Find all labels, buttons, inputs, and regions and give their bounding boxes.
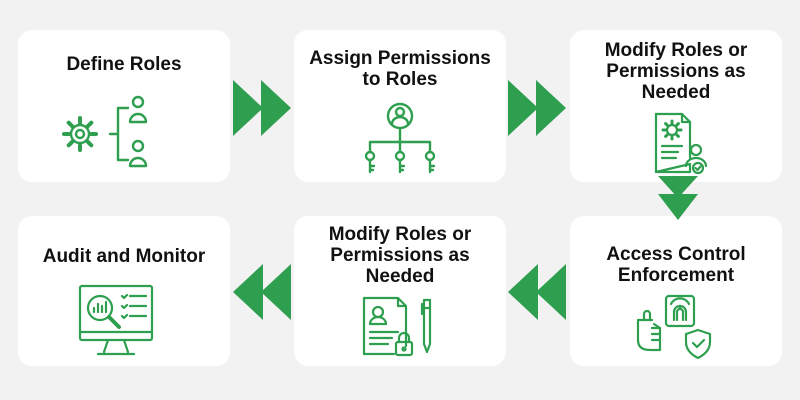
fingerprint-scan-hand-shield-icon [636,294,712,360]
arrow-chevron [536,264,566,320]
step-title: Modify Roles or Permissions as Needed [328,224,472,287]
step-title: Access Control Enforcement [606,244,746,286]
step-title: Assign Permissions to Roles [309,48,491,90]
step-card-access-control: Access Control Enforcement [570,216,782,366]
step-card-audit-monitor: Audit and Monitor [18,216,230,366]
arrow-chevron [233,264,263,320]
step-title: Modify Roles or Permissions as Needed [604,40,748,103]
arrow-right-2 [508,80,566,136]
step-card-define-roles: Define Roles [18,30,230,182]
arrow-chevron [508,80,538,136]
arrow-right-1 [233,80,291,136]
step-card-assign-permissions: Assign Permissions to Roles [294,30,506,182]
monitor-analytics-checklist-icon [78,284,154,356]
arrow-chevron [658,176,698,198]
arrow-chevron [233,80,263,136]
document-gear-user-icon [654,112,708,175]
arrow-down [658,176,698,220]
arrow-chevron [261,264,291,320]
gear-users-hierarchy-icon [62,95,148,168]
step-card-modify-roles-bottom: Modify Roles or Permissions as Needed [294,216,506,366]
arrow-left-2 [233,264,291,320]
document-lock-pen-icon [362,296,432,357]
arrow-chevron [536,80,566,136]
step-card-modify-roles-top: Modify Roles or Permissions as Needed [570,30,782,182]
step-title: Define Roles [66,54,182,75]
arrow-chevron [261,80,291,136]
arrow-chevron [508,264,538,320]
user-keys-hierarchy-icon [364,102,436,174]
arrow-chevron [658,194,698,220]
arrow-left-1 [508,264,566,320]
step-title: Audit and Monitor [42,246,206,267]
